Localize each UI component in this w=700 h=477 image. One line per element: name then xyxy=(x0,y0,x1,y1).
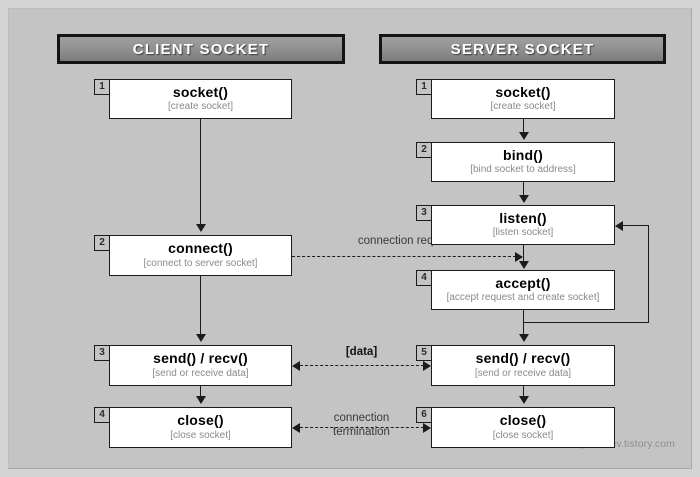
step-title-server-close: close() xyxy=(499,412,547,429)
step-title-server-bind: bind() xyxy=(502,146,544,163)
step-subtitle-server-send-recv: [send or receive data] xyxy=(474,367,572,379)
step-box-server-bind[interactable]: 2 bind() [bind socket to address] xyxy=(416,142,615,182)
edge-connection-request-line xyxy=(292,256,516,257)
arrowhead-data-to-server xyxy=(423,360,431,371)
edge-label-data: [data] xyxy=(345,346,378,358)
arrowhead-server-listen xyxy=(518,195,529,203)
step-box-server-listen[interactable]: 3 listen() [listen socket] xyxy=(416,205,615,245)
step-subtitle-client-socket: [create socket] xyxy=(167,101,234,113)
step-subtitle-server-listen: [listen socket] xyxy=(492,227,554,239)
edge-connection-termination-line xyxy=(300,427,424,428)
step-badge-server-close: 6 xyxy=(416,407,432,423)
arrowhead-client-connect xyxy=(195,224,206,232)
arrowhead-termination-to-server xyxy=(423,422,431,433)
arrowhead-server-send xyxy=(518,334,529,342)
loop-top-segment xyxy=(623,225,649,226)
arrowhead-loop-to-listen xyxy=(615,220,623,231)
step-box-server-send-recv[interactable]: 5 send() / recv() [send or receive data] xyxy=(416,345,615,386)
step-subtitle-client-connect: [connect to server socket] xyxy=(143,257,258,269)
column-header-server: SERVER SOCKET xyxy=(379,34,666,64)
step-box-server-accept[interactable]: 4 accept() [accept request and create so… xyxy=(416,270,615,310)
step-badge-client-socket: 1 xyxy=(94,79,110,95)
step-badge-server-send-recv: 5 xyxy=(416,345,432,361)
arrowhead-client-close xyxy=(195,396,206,404)
loop-right-segment xyxy=(648,225,649,323)
step-badge-server-accept: 4 xyxy=(416,270,432,286)
step-box-client-send-recv[interactable]: 3 send() / recv() [send or receive data] xyxy=(94,345,292,386)
step-title-client-socket: socket() xyxy=(172,83,229,100)
step-subtitle-server-close: [close socket] xyxy=(492,429,554,441)
step-badge-server-bind: 2 xyxy=(416,142,432,158)
step-box-client-connect[interactable]: 2 connect() [connect to server socket] xyxy=(94,235,292,276)
step-title-server-accept: accept() xyxy=(495,274,551,291)
edge-data-line xyxy=(300,365,424,366)
column-header-client: CLIENT SOCKET xyxy=(57,34,345,64)
connector-client-socket-to-connect xyxy=(200,119,201,226)
step-subtitle-server-bind: [bind socket to address] xyxy=(470,164,576,176)
edge-label-termination-line2: termination xyxy=(333,426,390,439)
step-title-client-close: close() xyxy=(177,412,224,429)
step-title-server-send-recv: send() / recv() xyxy=(475,350,571,367)
arrowhead-connection-request xyxy=(515,251,523,262)
loop-bottom-segment xyxy=(523,322,649,323)
diagram-panel: CLIENT SOCKET SERVER SOCKET connection r… xyxy=(8,8,692,469)
connector-server-bind-to-listen xyxy=(523,181,524,196)
connector-client-send-to-close xyxy=(200,386,201,398)
arrowhead-server-bind xyxy=(518,132,529,140)
step-badge-server-socket: 1 xyxy=(416,79,432,95)
step-box-server-socket[interactable]: 1 socket() [create socket] xyxy=(416,79,615,119)
arrowhead-server-accept xyxy=(518,261,529,269)
connector-client-connect-to-send xyxy=(200,276,201,336)
step-box-client-close[interactable]: 4 close() [close socket] xyxy=(94,407,292,448)
edge-label-connection-request: connection request xyxy=(357,235,456,247)
edge-label-connection-termination: connection termination xyxy=(292,411,431,440)
step-badge-server-listen: 3 xyxy=(416,205,432,221)
step-title-server-socket: socket() xyxy=(495,83,551,100)
step-badge-client-close: 4 xyxy=(94,407,110,423)
step-subtitle-server-accept: [accept request and create socket] xyxy=(446,292,600,304)
step-box-client-socket[interactable]: 1 socket() [create socket] xyxy=(94,79,292,119)
step-title-server-listen: listen() xyxy=(499,209,547,226)
connector-server-socket-to-bind xyxy=(523,119,524,134)
step-title-client-connect: connect() xyxy=(168,240,233,257)
arrowhead-client-send xyxy=(195,334,206,342)
step-subtitle-client-close: [close socket] xyxy=(170,429,231,441)
connector-server-send-to-close xyxy=(523,386,524,398)
arrowhead-server-close xyxy=(518,396,529,404)
arrowhead-data-to-client xyxy=(292,360,300,371)
step-subtitle-server-socket: [create socket] xyxy=(490,101,556,113)
edge-label-termination-line1: connection xyxy=(333,412,390,424)
step-subtitle-client-send-recv: [send or receive data] xyxy=(152,367,249,379)
connector-server-listen-to-accept xyxy=(523,244,524,262)
step-title-client-send-recv: send() / recv() xyxy=(153,350,248,367)
step-badge-client-send-recv: 3 xyxy=(94,345,110,361)
step-badge-client-connect: 2 xyxy=(94,235,110,251)
step-box-server-close[interactable]: 6 close() [close socket] xyxy=(416,407,615,448)
arrowhead-termination-to-client xyxy=(292,422,300,433)
